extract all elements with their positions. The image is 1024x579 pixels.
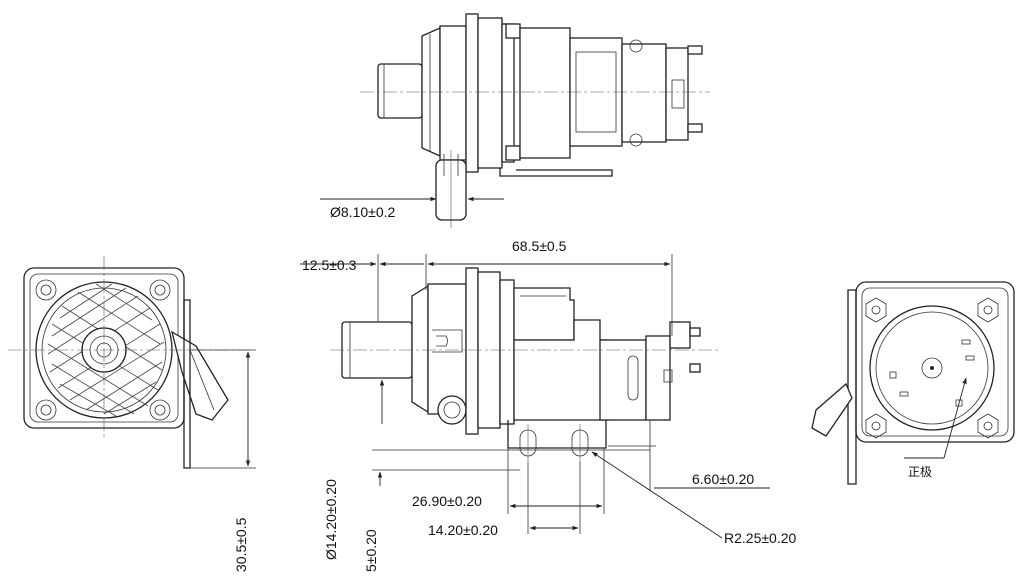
inlet-length-label: 12.5±0.3 <box>302 257 357 273</box>
front-view <box>300 254 770 539</box>
slot-span-label: 26.90±0.20 <box>412 493 482 509</box>
outlet-diameter-label: Ø8.10±0.2 <box>330 204 395 220</box>
inlet-diameter-label: Ø14.20±0.20 <box>323 479 339 560</box>
slot-pitch-label: 14.20±0.20 <box>428 522 498 538</box>
positive-terminal-label: 正极 <box>908 465 932 479</box>
slot-offset-label: 6.60±0.20 <box>692 471 754 487</box>
bracket-height-label: 30.5±0.5 <box>233 517 249 572</box>
overall-length-label: 68.5±0.5 <box>512 238 567 254</box>
slot-radius-label: R2.25±0.20 <box>724 530 797 546</box>
bracket-offset-label: 5±0.20 <box>363 529 379 572</box>
left-view <box>8 256 256 469</box>
top-view <box>320 13 710 228</box>
right-view <box>811 281 1015 485</box>
